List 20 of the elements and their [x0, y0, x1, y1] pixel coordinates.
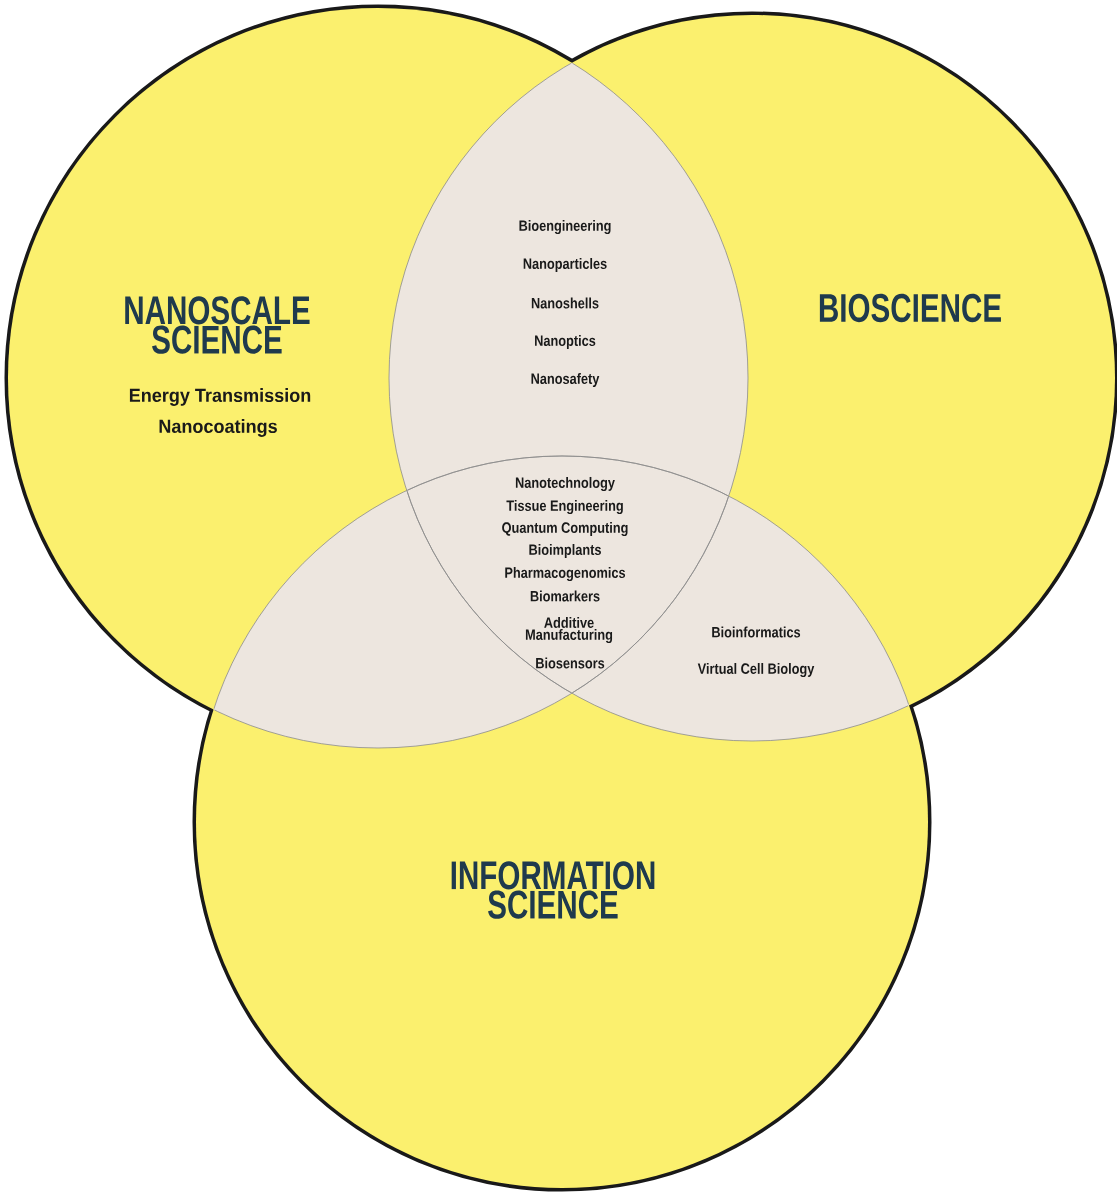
topic-label: Nanoshells — [531, 297, 599, 309]
circle-heading: BIOSCIENCE — [819, 293, 1001, 323]
topic-label: Tissue Engineering — [506, 499, 623, 514]
circle-heading: INFORMATION SCIENCE — [451, 861, 655, 919]
topic-label: Nanotechnology — [515, 476, 615, 491]
circle-heading: NANOSCALE SCIENCE — [125, 296, 310, 354]
topic-label: Additive Manufacturing — [525, 616, 613, 643]
topic-label: Nanosafety — [531, 373, 600, 387]
topic-label: Pharmacogenomics — [505, 566, 626, 581]
topic-label: Nanocoatings — [159, 419, 277, 437]
topic-label: Bioimplants — [529, 544, 601, 558]
topic-label: Virtual Cell Biology — [697, 662, 815, 677]
topic-label: Quantum Computing — [502, 521, 628, 536]
topic-label: Biomarkers — [530, 590, 600, 602]
topic-label: Energy Transmission — [129, 388, 311, 406]
topic-label: Biosensors — [536, 657, 605, 669]
topic-label: Nanoparticles — [523, 258, 607, 272]
topic-label: Bioengineering — [519, 219, 611, 234]
topic-label: Bioinformatics — [712, 626, 801, 638]
topic-label: Nanoptics — [535, 335, 596, 349]
